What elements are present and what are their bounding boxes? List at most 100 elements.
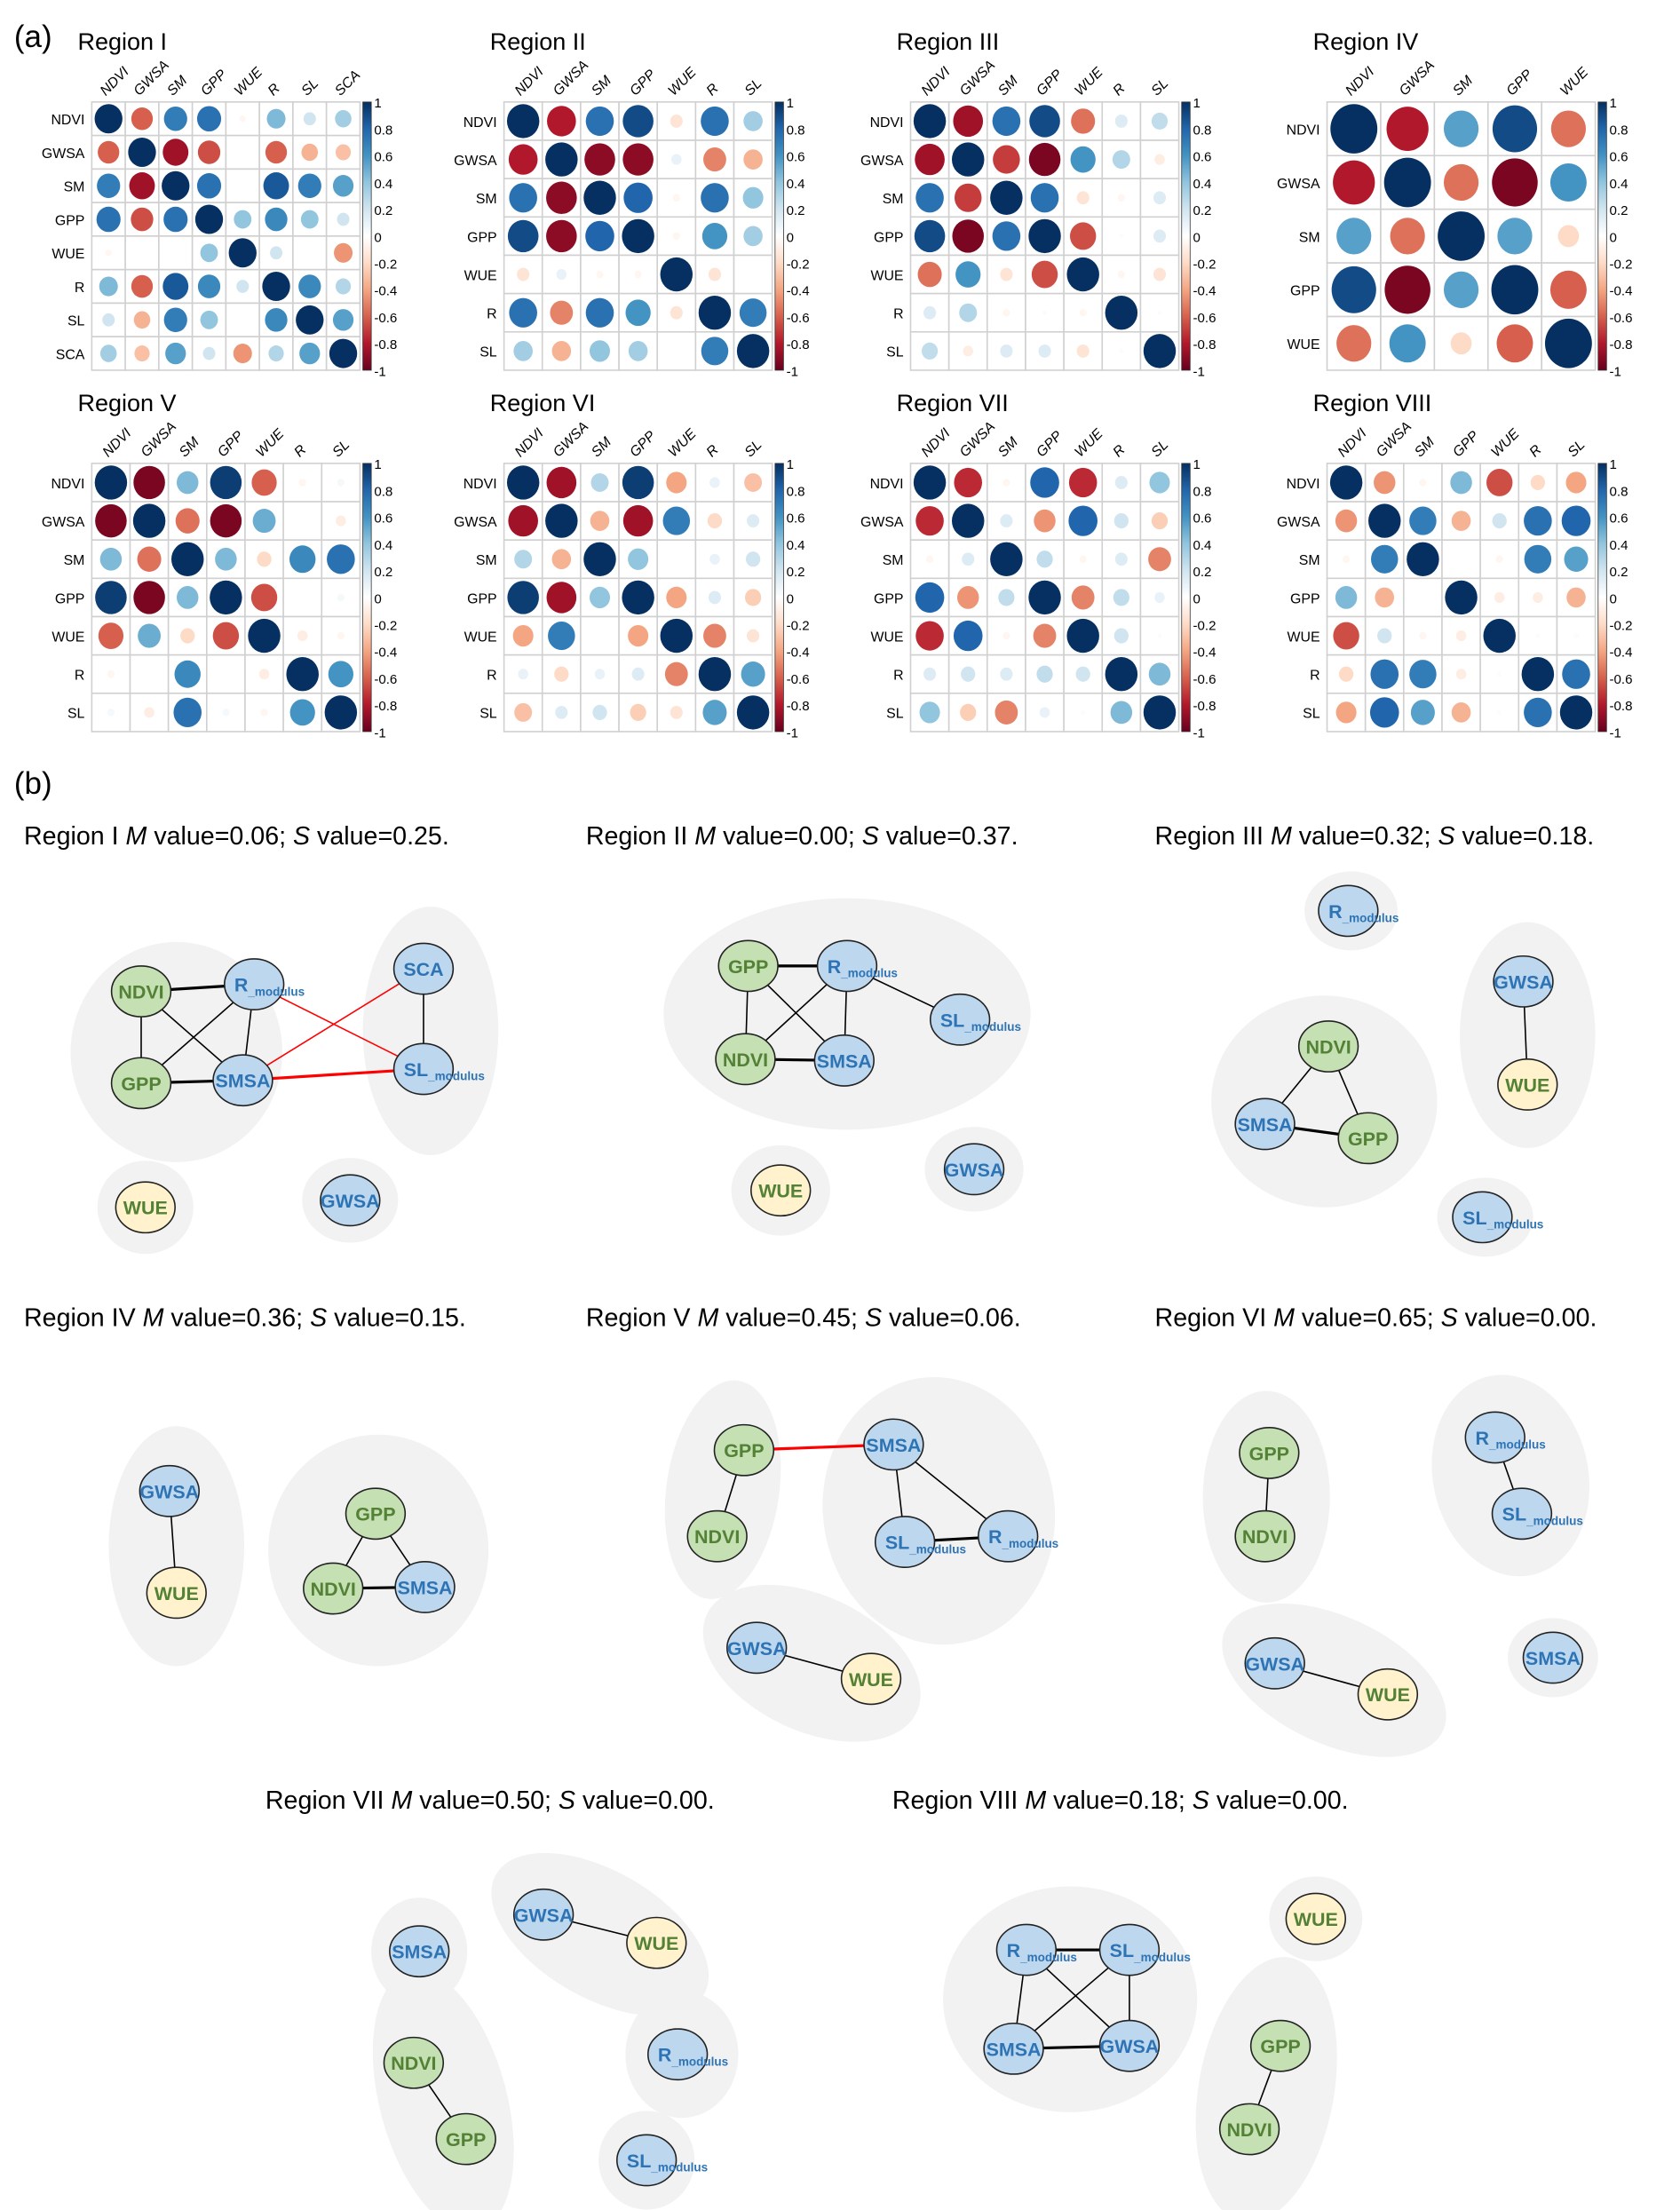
matrix-cell: [1441, 539, 1481, 580]
correlation-circle: [1076, 191, 1090, 205]
colorbar-tick: 0.6: [1193, 150, 1211, 165]
colorbar-tick: 0.6: [1193, 511, 1211, 527]
module-group: [1195, 1957, 1337, 2210]
correlation-circle: [200, 243, 218, 263]
column-label: NDVI: [919, 425, 954, 460]
node-label-main: GPP: [724, 1440, 764, 1461]
correlation-circle: [1034, 509, 1056, 533]
node-label: SMSA: [215, 1071, 270, 1092]
correlation-circle: [337, 593, 345, 602]
node-label: SMSA: [1238, 1114, 1293, 1136]
node-label: GWSA: [945, 1160, 1004, 1181]
row-label: WUE: [1288, 630, 1320, 645]
node-label-main: GPP: [446, 2129, 486, 2151]
correlation-circle: [708, 590, 722, 605]
correlation-circle: [1329, 465, 1363, 500]
correlation-circle: [1483, 618, 1516, 653]
correlation-circle: [1151, 112, 1169, 131]
row-label: SL: [886, 345, 904, 360]
m-value: value=0.45;: [718, 1303, 865, 1332]
row-label: NDVI: [870, 115, 904, 131]
column-label: NDVI: [919, 64, 954, 99]
node-circle: [1297, 1020, 1359, 1073]
node-circle: [615, 2134, 678, 2187]
correlation-circle: [670, 115, 683, 128]
node-circle: [943, 1143, 1005, 1196]
node-label-main: NDVI: [1305, 1036, 1351, 1057]
correlation-circle: [173, 697, 202, 728]
correlation-circle: [1375, 587, 1395, 608]
correlation-circle: [1535, 633, 1541, 638]
correlation-circle: [1335, 586, 1358, 609]
node-label: GWSA: [321, 1191, 380, 1212]
network-node-sca: SCA: [392, 942, 455, 995]
s-label: S: [310, 1303, 327, 1332]
correlation-circle: [162, 139, 189, 166]
row-label: GPP: [467, 230, 497, 245]
correlation-circle: [915, 505, 944, 536]
correlation-circle: [1549, 270, 1587, 309]
column-label: R: [1110, 81, 1128, 99]
correlation-circle: [1389, 324, 1426, 363]
correlation-circle: [518, 669, 528, 680]
correlation-circle: [99, 276, 118, 297]
node-circle: [863, 1418, 924, 1471]
column-label: WUE: [1072, 426, 1106, 461]
correlation-circle: [134, 345, 150, 362]
node-label-subscript: _modulus: [1486, 1218, 1544, 1232]
node-circle: [110, 965, 172, 1018]
node-circle: [512, 1888, 575, 1941]
node-label-main: SL: [1110, 1940, 1134, 1961]
network-node-sl: SL_modulus: [615, 2134, 708, 2187]
correlation-circle: [263, 172, 289, 200]
correlation-circle: [1039, 707, 1050, 718]
colorbar-tick: -0.6: [787, 311, 810, 326]
colorbar-tick: 0.2: [1610, 203, 1628, 218]
column-label: SM: [1450, 73, 1476, 99]
correlation-circle: [1000, 267, 1013, 281]
colorbar-tick: 0.8: [787, 123, 805, 138]
correlation-circle: [546, 181, 577, 214]
correlation-circle: [1410, 700, 1435, 725]
correlation-circle: [262, 272, 290, 302]
correlation-circle: [163, 206, 188, 233]
correlation-circle: [95, 581, 127, 614]
colorbar-tick: 0.4: [374, 177, 392, 192]
colorbar-tick: 0.4: [1610, 177, 1628, 192]
correlation-circle: [107, 709, 115, 717]
correlation-circle: [915, 582, 945, 614]
correlation-circle: [1492, 158, 1538, 207]
correlation-circle: [1076, 344, 1090, 358]
colorbar: [1181, 101, 1191, 371]
colorbar-tick: -0.2: [374, 618, 397, 633]
region-name: Region I: [24, 822, 126, 851]
correlation-circle: [233, 344, 252, 364]
colorbar-tick: 0.4: [1193, 177, 1211, 192]
correlation-circle: [628, 624, 649, 647]
correlation-circle: [1343, 555, 1351, 564]
correlation-circle: [194, 204, 224, 234]
matrix-cell: [282, 577, 323, 618]
network-8: Region VIII M value=0.18; S value=0.00.R…: [892, 1786, 1363, 2210]
correlation-circle: [131, 207, 154, 232]
colorbar-tick: -0.6: [374, 672, 397, 687]
correlation-circle: [1153, 267, 1167, 281]
correlation-circle: [921, 342, 939, 360]
module-group: [1431, 1374, 1589, 1577]
column-label: GWSA: [551, 58, 591, 99]
correlation-circle: [707, 513, 723, 529]
colorbar-tick: 0.2: [1193, 565, 1211, 580]
correlation-circle: [1148, 662, 1171, 686]
colorbar-tick: -0.4: [1610, 646, 1633, 661]
correlation-circle: [546, 219, 577, 253]
network-node-sl: SL_modulus: [1098, 1923, 1191, 1976]
correlation-circle: [743, 149, 763, 170]
correlation-circle: [584, 143, 615, 176]
network-node-r: R_modulus: [1464, 1411, 1546, 1464]
correlation-circle: [514, 702, 533, 722]
colorbar: [1597, 463, 1607, 733]
row-label: R: [893, 669, 903, 684]
correlation-circle: [165, 342, 186, 365]
node-label-main: NDVI: [1226, 2119, 1272, 2141]
panel-label-a: (a): [14, 20, 52, 54]
